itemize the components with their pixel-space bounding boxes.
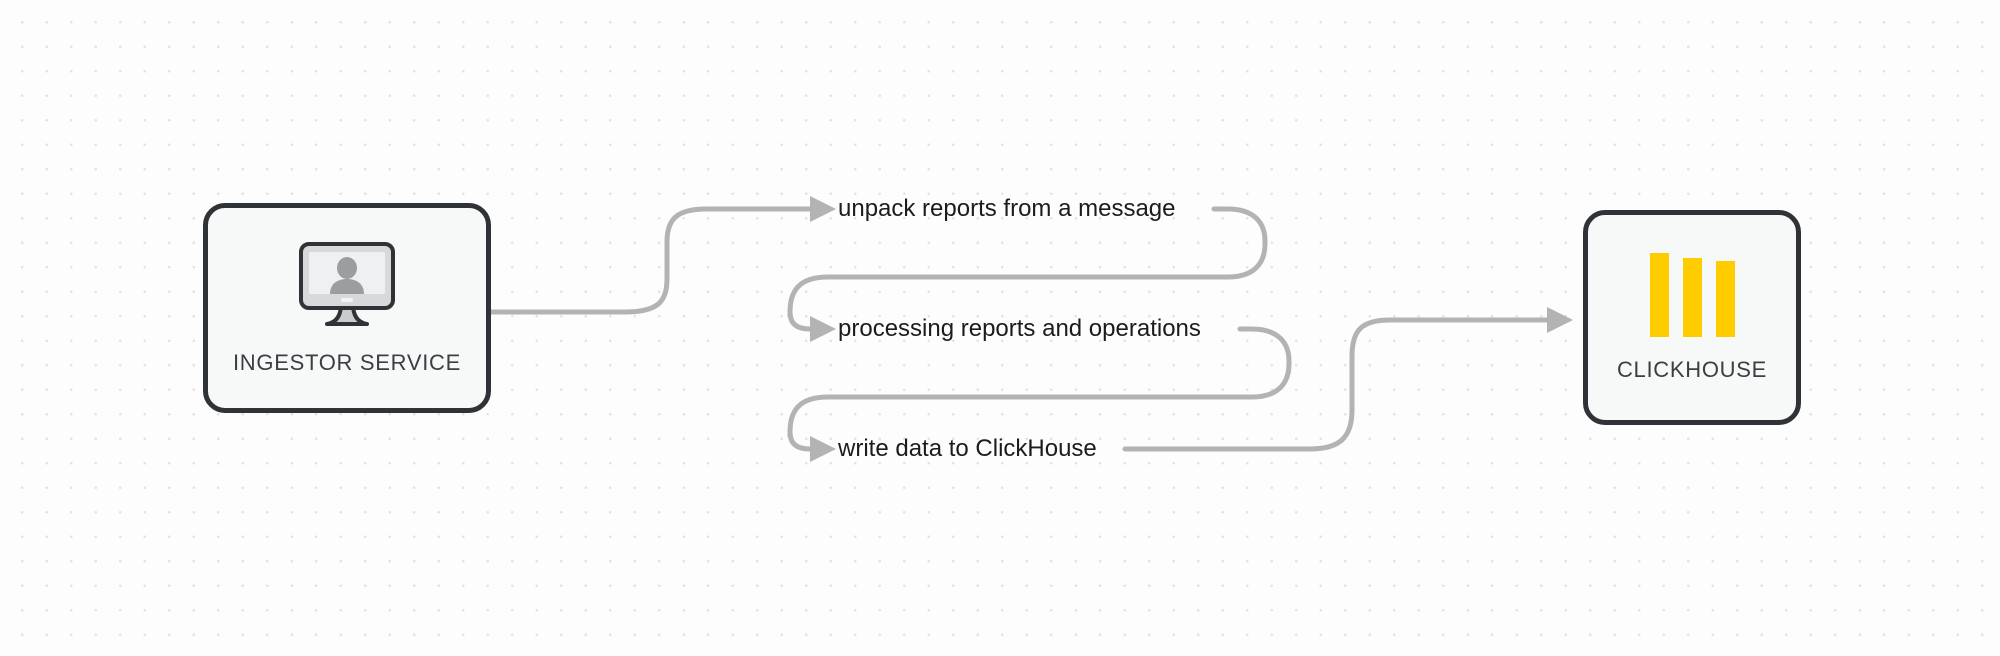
node-clickhouse-label: CLICKHOUSE — [1616, 356, 1768, 382]
wire-edge2-arrow-stub — [787, 309, 817, 332]
edge-label-unpack-reports: unpack reports from a message — [838, 195, 1176, 222]
arrow-head-edge3 — [810, 436, 836, 462]
clickhouse-bars-icon — [1649, 252, 1735, 337]
arrow-head-clickhouse — [1547, 307, 1573, 333]
node-clickhouse[interactable]: CLICKHOUSE — [1583, 210, 1801, 425]
wire-edge3-arrow-stub — [787, 429, 817, 452]
node-ingestor-service[interactable]: INGESTOR SERVICE — [203, 203, 491, 413]
monitor-user-icon — [297, 240, 397, 332]
arrow-head-edge2 — [810, 316, 836, 342]
node-ingestor-label: INGESTOR SERVICE — [233, 350, 461, 375]
edge-label-write-data: write data to ClickHouse — [838, 435, 1097, 462]
edge-label-processing-reports: processing reports and operations — [838, 315, 1201, 342]
clickhouse-bar-3 — [1715, 260, 1735, 337]
wire-ingestor-to-edge1 — [488, 206, 825, 315]
wire-edge1-to-edge2 — [787, 206, 1268, 319]
wire-edge2-to-edge3 — [787, 326, 1292, 439]
clickhouse-bar-1 — [1649, 252, 1669, 337]
arrow-head-edge1 — [810, 196, 836, 222]
clickhouse-bar-2 — [1682, 257, 1702, 337]
